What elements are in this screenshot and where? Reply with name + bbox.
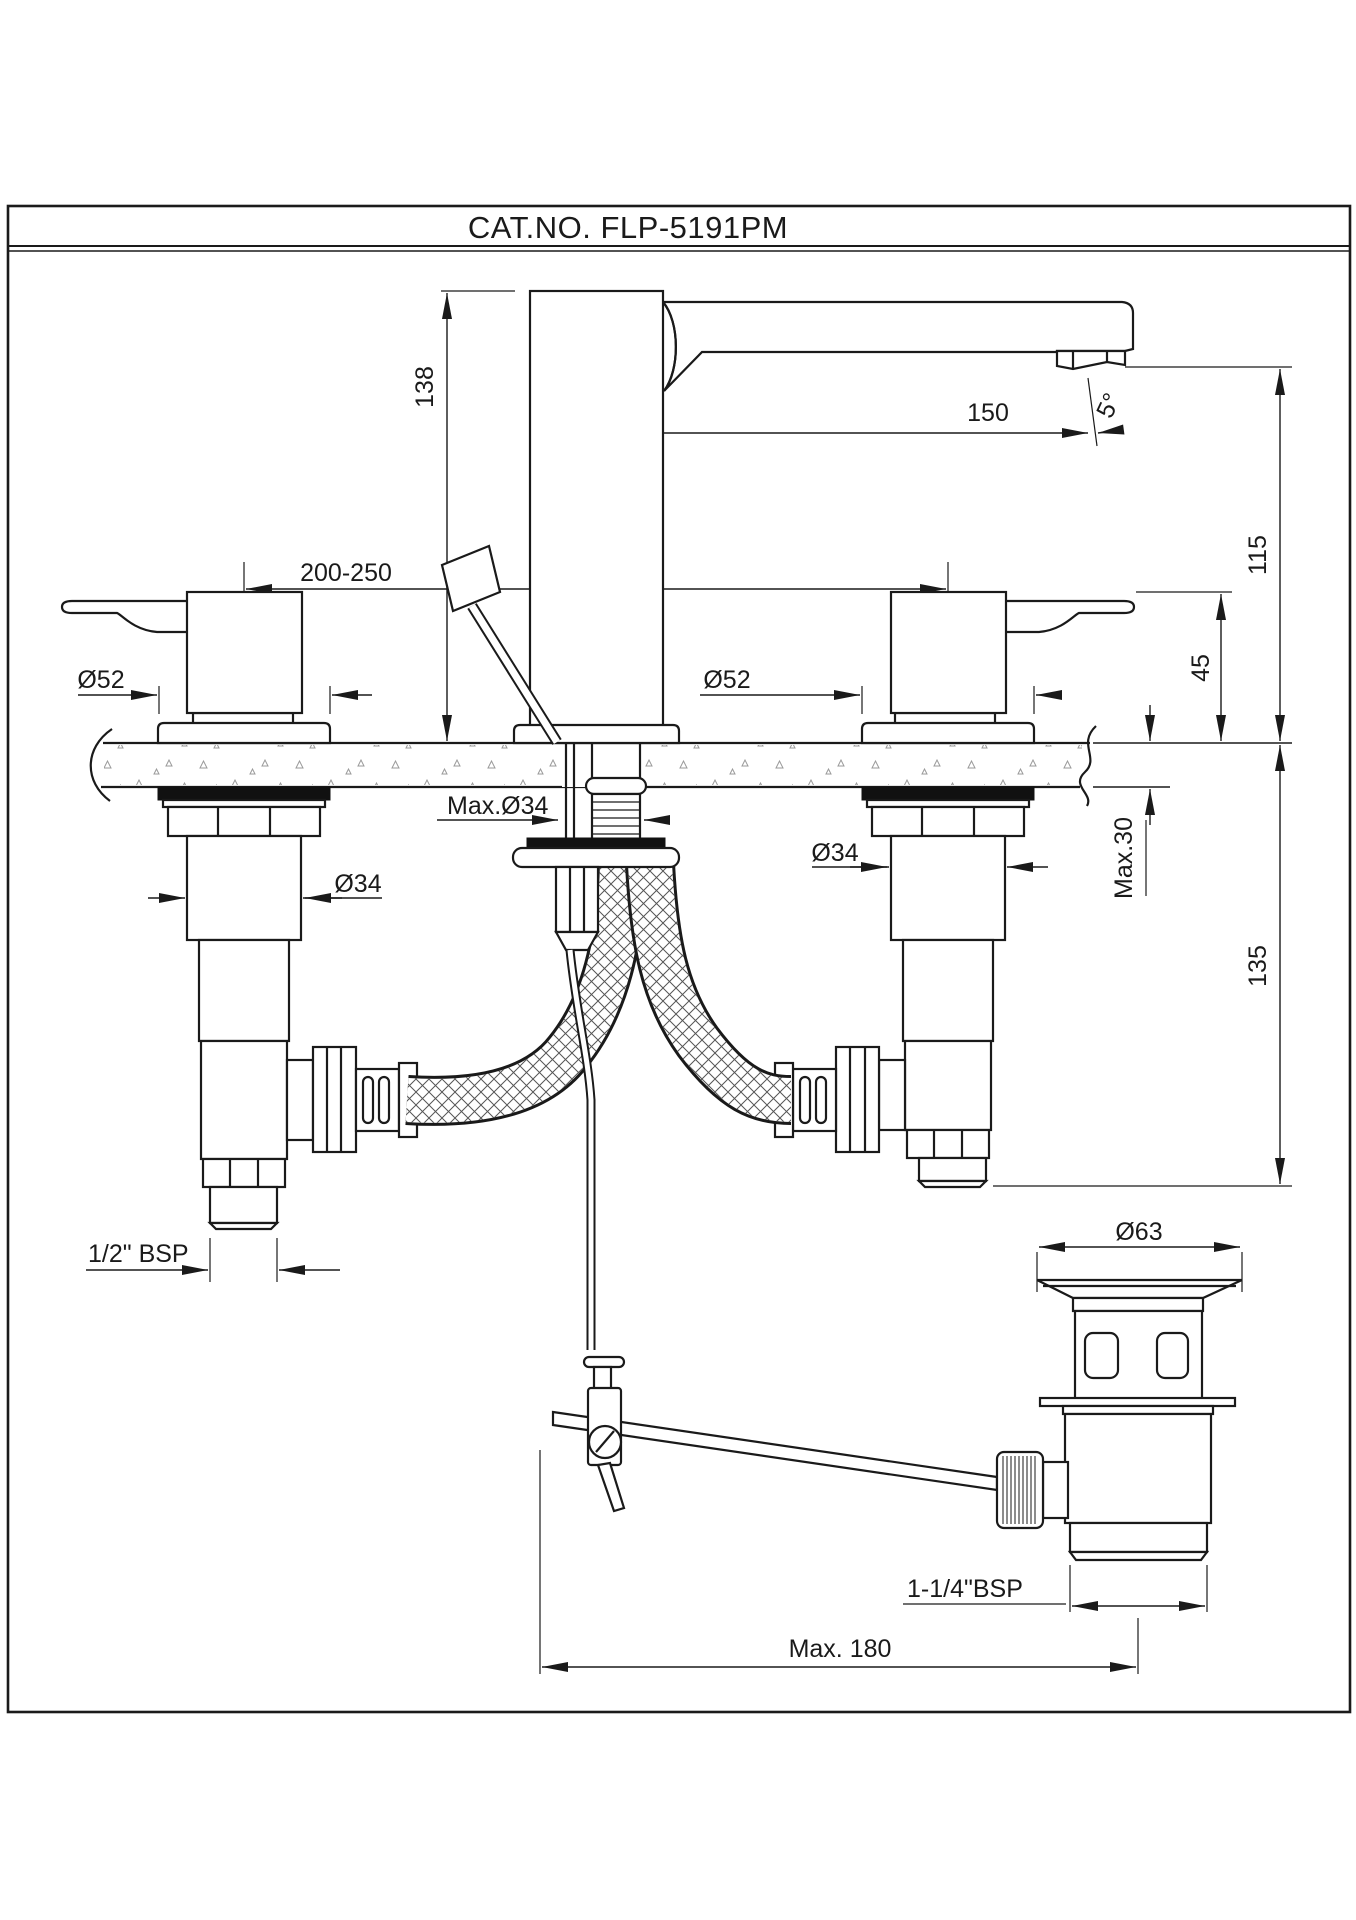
right-inlet-thread <box>917 1156 988 1183</box>
dim-label-inlet-thread: 1/2" BSP <box>88 1240 189 1268</box>
dim-label-shank-dia-right: Ø34 <box>811 839 858 867</box>
right-valve-body <box>889 834 1007 942</box>
waste-slot-right <box>1155 1331 1190 1380</box>
dim-label-height-to-spout: 115 <box>1244 535 1272 575</box>
aerator <box>1055 349 1127 371</box>
left-outlet <box>285 1058 315 1142</box>
dim-label-deck-thickness: Max.30 <box>1110 817 1138 899</box>
left-valve-body <box>185 834 303 942</box>
dimension-labels: 138 150 5° 115 45 200-250 Ø52 Ø52 Max.Ø3… <box>77 366 1272 1663</box>
catalog-number-title: CAT.NO. FLP-5191PM <box>468 210 788 245</box>
supply-hoses <box>405 862 792 1126</box>
spout-joint-curve <box>662 301 677 392</box>
waste-upper-body <box>1073 1309 1204 1401</box>
left-hex <box>201 1157 287 1189</box>
dim-label-waste-flange-dia: Ø63 <box>1115 1218 1162 1246</box>
centre-washer <box>511 846 681 869</box>
pop-up-rod <box>565 949 596 1350</box>
dim-label-spout-angle: 5° <box>1091 389 1126 422</box>
dim-label-center-hole: Max.Ø34 <box>447 792 549 820</box>
left-hose <box>405 863 644 1123</box>
lift-rod-top <box>440 544 562 745</box>
dim-label-rod-reach: Max. 180 <box>789 1635 892 1663</box>
dim-label-spout-height: 138 <box>411 366 439 408</box>
left-mounting-nut <box>166 805 322 838</box>
dim-label-shank-length: 135 <box>1244 945 1272 987</box>
sheet-frame <box>6 204 1352 1714</box>
left-gasket <box>157 786 331 801</box>
dim-label-handle-centers: 200-250 <box>300 559 392 587</box>
deck-break-right <box>1078 725 1097 807</box>
dim-label-handle-dia-right: Ø52 <box>703 666 750 694</box>
left-shank <box>157 786 419 1231</box>
waste-flange <box>1036 1278 1243 1300</box>
right-hex <box>905 1128 991 1160</box>
waste-thread <box>1068 1521 1209 1554</box>
left-inlet-thread <box>208 1185 279 1225</box>
rod-guide-nut <box>554 865 600 934</box>
rod-linkage <box>551 1355 999 1513</box>
left-hose-nut <box>311 1045 358 1154</box>
spout-column <box>512 289 1135 745</box>
right-mounting-nut <box>870 805 1026 838</box>
dim-label-spout-reach: 150 <box>967 399 1009 427</box>
deck-break-left <box>89 728 113 802</box>
centre-tailpiece <box>511 743 681 952</box>
rod-end-stub <box>596 1461 626 1513</box>
dim-label-handle-dia-left: Ø52 <box>77 666 124 694</box>
rod-coupling-nut <box>995 1450 1045 1530</box>
right-outlet <box>877 1058 907 1132</box>
right-handle-lever <box>994 599 1136 634</box>
spout-body <box>660 300 1135 392</box>
left-handle-body <box>185 590 304 715</box>
spout-base-flange <box>512 723 681 745</box>
right-handle-base <box>860 721 1036 745</box>
dim-label-handle-height: 45 <box>1187 654 1215 682</box>
pop-up-waste <box>995 1278 1243 1562</box>
dim-label-waste-thread: 1-1/4"BSP <box>907 1575 1023 1603</box>
right-gasket <box>861 786 1035 801</box>
right-hose <box>628 862 792 1122</box>
left-handle-base <box>156 721 332 745</box>
spout-riser <box>528 289 665 729</box>
dim-label-shank-dia-left: Ø34 <box>334 870 381 898</box>
left-handle <box>60 590 332 745</box>
lift-rod-knob <box>440 544 502 613</box>
right-handle-body <box>889 590 1008 715</box>
right-handle <box>860 590 1136 745</box>
waste-slot-left <box>1083 1331 1120 1380</box>
right-hose-nut <box>834 1045 881 1154</box>
waste-lower-body <box>1063 1412 1213 1525</box>
left-handle-lever <box>60 599 202 634</box>
